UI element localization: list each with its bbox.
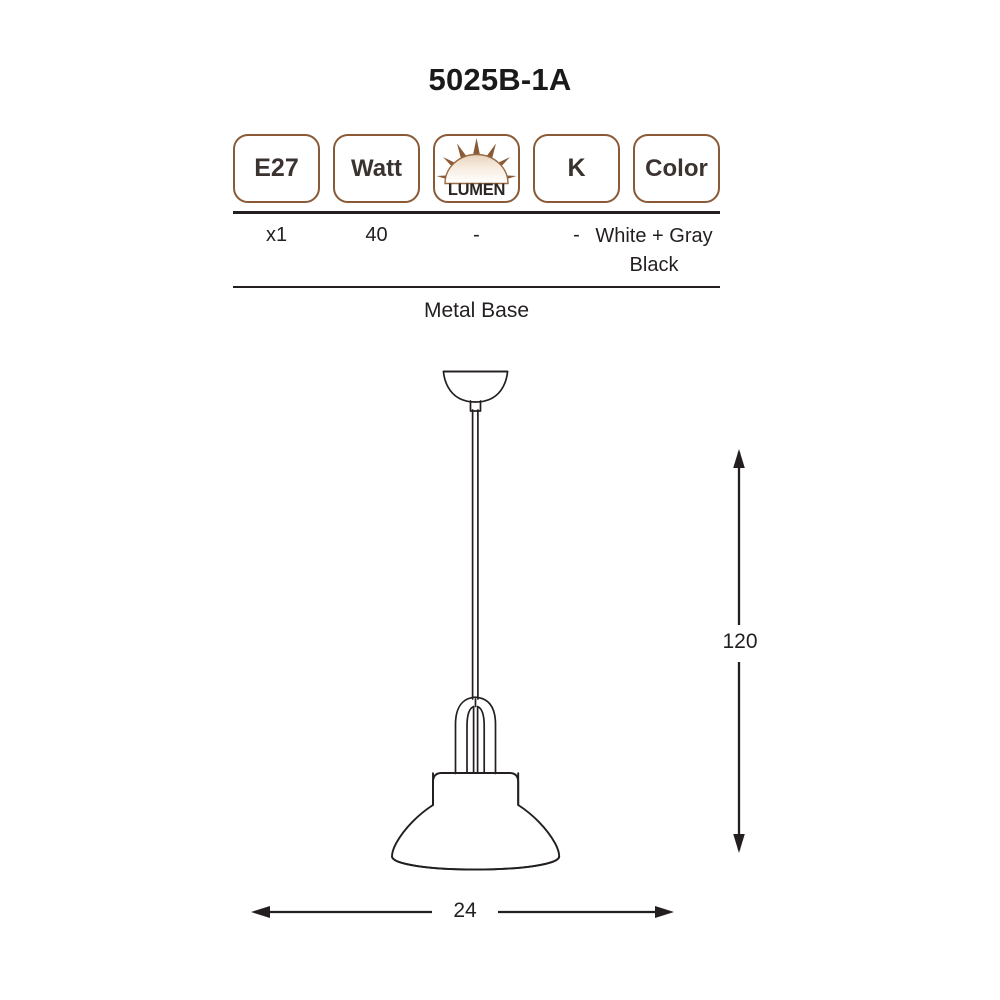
- spec-badge-e27: E27: [233, 134, 320, 203]
- spec-badge-color: Color: [633, 134, 720, 203]
- wattage-icon: Watt: [350, 154, 403, 182]
- shade-cage-slot-right: [476, 705, 486, 774]
- width-arrow-left: [251, 906, 270, 918]
- spec-badge-row: E27 Watt: [233, 134, 720, 203]
- table-rule-bottom: [233, 286, 720, 289]
- canopy-neck: [469, 400, 482, 412]
- ceiling-canopy-outline: [442, 370, 509, 403]
- lumen-badge-label: LUMEN: [447, 180, 506, 199]
- shade-cage-slot-left: [466, 705, 475, 774]
- spec-badge-kelvin: K: [533, 134, 620, 203]
- spec-badge-watt: Watt: [333, 134, 420, 203]
- spec-value-row: x1 40 - - White + Gray Black: [233, 222, 720, 280]
- spec-value-e27: x1: [265, 224, 288, 246]
- color-temperature-kelvin-icon: K: [567, 154, 586, 182]
- width-dimension-label: 24: [453, 899, 477, 922]
- shade-body-outline: [391, 772, 561, 871]
- spec-value-kelvin: -: [573, 224, 580, 246]
- width-arrow-right: [655, 906, 674, 918]
- lumen-sun-icon: LUMEN: [435, 136, 518, 201]
- spec-value-watt: 40: [365, 224, 388, 246]
- spec-badge-lumen: LUMEN: [433, 134, 520, 203]
- height-arrow-down: [733, 834, 745, 853]
- shade-bottom-rim: [391, 855, 561, 871]
- color-swatch-icon: Color: [645, 154, 708, 182]
- table-rule-top: [233, 211, 720, 214]
- spec-value-color: White + Gray Black: [595, 225, 713, 276]
- page-title: 5025B-1A: [428, 62, 572, 97]
- socket-e27-icon: E27: [254, 154, 299, 182]
- shade-cage-outer-arch: [454, 696, 497, 775]
- spec-value-lumen: -: [473, 224, 480, 246]
- height-dimension-label: 120: [722, 630, 758, 653]
- material-note: Metal Base: [423, 299, 530, 322]
- height-arrow-up: [733, 449, 745, 468]
